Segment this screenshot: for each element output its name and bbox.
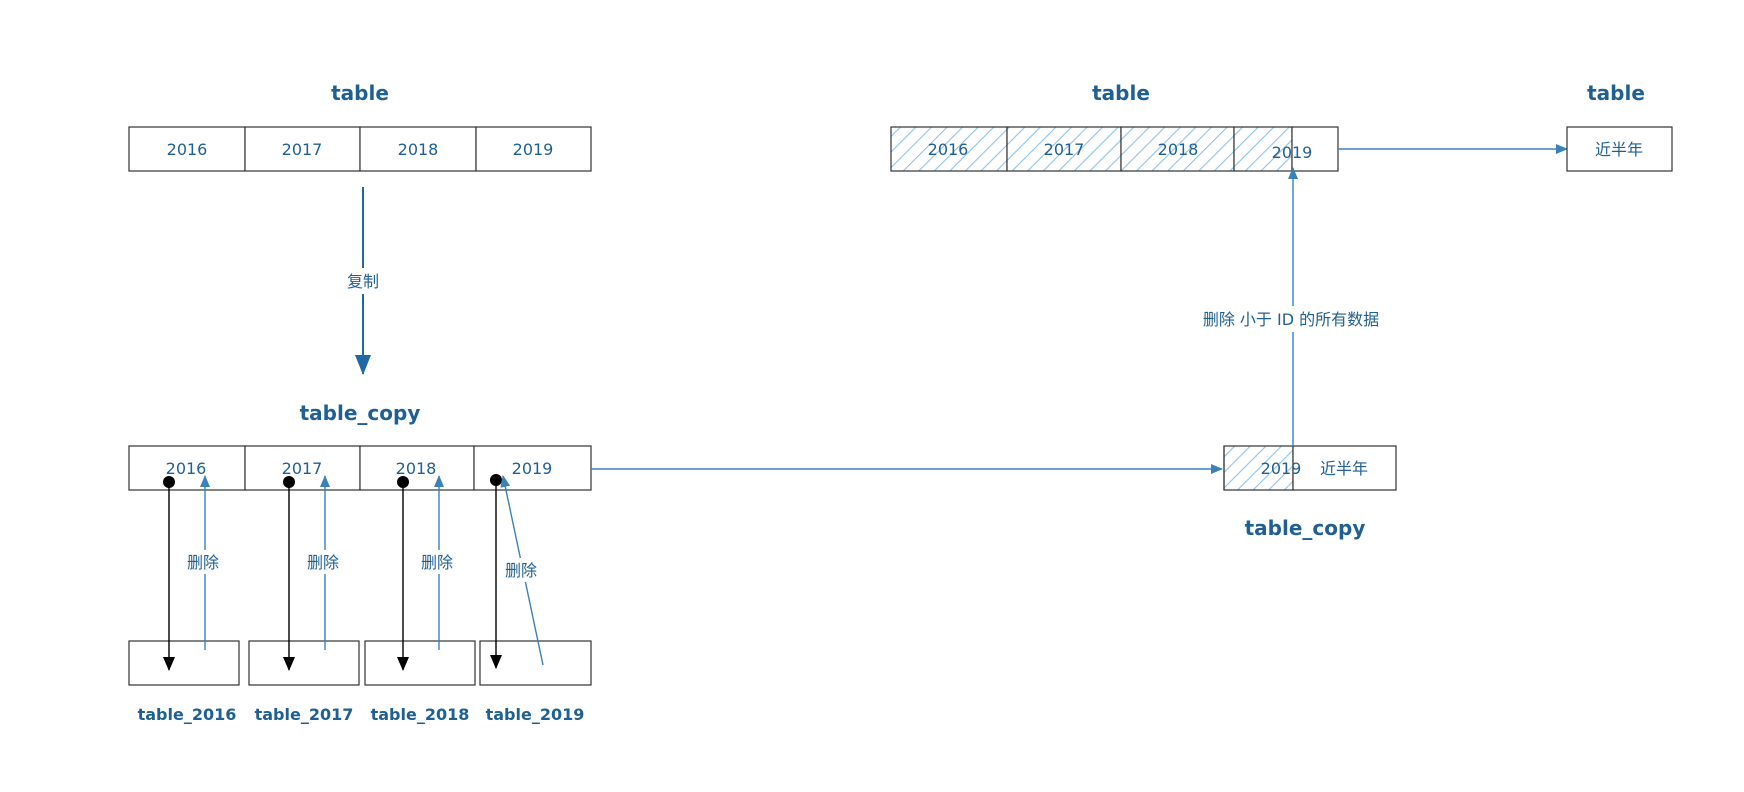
delete-label: 删除 [505, 561, 537, 580]
right-table-cell-text: 2017 [1044, 140, 1085, 159]
final-table-cell [1566, 126, 1673, 172]
left-table-title: table [331, 81, 389, 105]
left-table: 2016 2017 2018 2019 [128, 126, 592, 172]
move-arrow-dot [397, 476, 409, 488]
left-table-cell-text: 2019 [513, 140, 554, 159]
delete-less-than-id-label: 删除 小于 ID 的所有数据 [1203, 310, 1379, 329]
delete-label: 删除 [307, 553, 339, 572]
partition-box-2017 [248, 640, 360, 686]
right-table-title: table [1092, 81, 1150, 105]
right-table: 2016 2017 2018 2019 [890, 126, 1339, 172]
move-arrow-dot [283, 476, 295, 488]
copy-label: 复制 [347, 272, 379, 291]
move-arrows [163, 474, 502, 671]
partition-label: table_2018 [371, 705, 470, 724]
right-table-copy: 2019 近半年 [1223, 445, 1397, 491]
delete-label: 删除 [187, 553, 219, 572]
right-table-cell-2019-hatched [1233, 126, 1293, 172]
table-copy-cell-2019 [473, 445, 592, 491]
left-table-cell-text: 2016 [167, 140, 208, 159]
final-table-title: table [1587, 81, 1645, 105]
left-table-cell-2017 [244, 126, 361, 172]
partition-label: table_2017 [255, 705, 354, 724]
right-table-cell-text: 2019 [1272, 143, 1313, 162]
copy-label-bg [340, 268, 386, 294]
delete-label: 删除 [421, 553, 453, 572]
table-copy-cell-2016 [128, 445, 246, 491]
move-arrow-dot [163, 476, 175, 488]
final-table-cell-text: 近半年 [1595, 140, 1643, 159]
right-copy-cell-2019 [1223, 445, 1294, 491]
right-table-cell-text: 2018 [1158, 140, 1199, 159]
partition-tables: table_2016 table_2017 table_2018 table_2… [128, 640, 592, 724]
left-table-cell-2018 [359, 126, 477, 172]
table-copy-cell-text: 2019 [512, 459, 553, 478]
right-copy-title: table_copy [1245, 516, 1366, 540]
right-copy-year-text: 2019 [1261, 459, 1302, 478]
table-copy-cell-2017 [244, 445, 361, 491]
delete-arrows: 删除 删除 删除 删除 [182, 475, 545, 666]
right-table-cell-2017 [1006, 126, 1122, 172]
table-copy: 2016 2017 2018 2019 [128, 445, 592, 491]
delete-label-bg [416, 550, 462, 574]
table-copy-cell-text: 2018 [396, 459, 437, 478]
left-table-cell-text: 2017 [282, 140, 323, 159]
left-table-cell-2019 [475, 126, 592, 172]
partition-label: table_2016 [138, 705, 237, 724]
delete-label-bg [499, 558, 545, 582]
right-table-cell-2016 [890, 126, 1008, 172]
right-table-cell-2018 [1120, 126, 1235, 172]
table-copy-cell-text: 2017 [282, 459, 323, 478]
table-copy-cell-text: 2016 [166, 459, 207, 478]
right-copy-cell-recent [1292, 445, 1397, 491]
partition-box-2018 [364, 640, 476, 686]
partition-label: table_2019 [486, 705, 585, 724]
right-table-cell-text: 2016 [928, 140, 969, 159]
right-table-cell-2019-kept [1291, 126, 1339, 172]
right-copy-recent-text: 近半年 [1320, 459, 1368, 478]
partition-box-2016 [128, 640, 240, 686]
left-table-cell-2016 [128, 126, 246, 172]
move-arrow-dot [490, 474, 502, 486]
table-copy-title: table_copy [300, 401, 421, 425]
delete-label-bg [182, 550, 228, 574]
delete-less-than-id-label-bg [1198, 306, 1388, 332]
delete-label-bg [302, 550, 348, 574]
left-table-cell-text: 2018 [398, 140, 439, 159]
